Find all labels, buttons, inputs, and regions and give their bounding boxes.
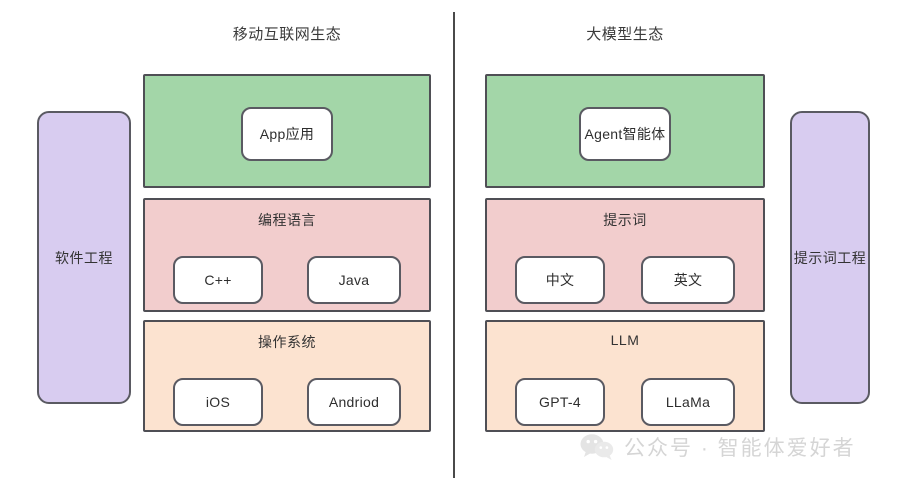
chip-english: 英文 — [641, 256, 735, 304]
layer-right-prompt: 提示词 中文 英文 — [485, 198, 765, 312]
layer-label-programming-language: 编程语言 — [258, 212, 316, 228]
watermark: 公众号 · 智能体爱好者 — [580, 432, 856, 462]
chip-gpt4: GPT-4 — [515, 378, 605, 426]
pillar-software-engineering: 软件工程 — [37, 111, 131, 404]
pillar-prompt-engineering: 提示词工程 — [790, 111, 870, 404]
section-title-left: 移动互联网生态 — [232, 26, 342, 43]
chip-llama: LLaMa — [641, 378, 735, 426]
chip-cpp: C++ — [173, 256, 263, 304]
chip-chinese: 中文 — [515, 256, 605, 304]
chip-android: Andriod — [307, 378, 401, 426]
vertical-divider — [453, 12, 455, 478]
layer-left-application: App应用 — [143, 74, 431, 188]
layer-label-operating-system: 操作系统 — [258, 334, 316, 350]
chip-java: Java — [307, 256, 401, 304]
watermark-text: 公众号 · 智能体爱好者 — [624, 437, 856, 460]
layer-label-llm: LLM — [610, 332, 640, 348]
layer-right-llm: LLM GPT-4 LLaMa — [485, 320, 765, 432]
layer-label-prompt: 提示词 — [603, 212, 647, 228]
chip-app-application: App应用 — [241, 107, 333, 161]
chip-agent: Agent智能体 — [579, 107, 671, 161]
layer-left-programming-language: 编程语言 C++ Java — [143, 198, 431, 312]
wechat-icon — [580, 434, 614, 460]
layer-left-operating-system: 操作系统 iOS Andriod — [143, 320, 431, 432]
chip-ios: iOS — [173, 378, 263, 426]
section-title-right: 大模型生态 — [586, 26, 664, 43]
layer-right-agent: Agent智能体 — [485, 74, 765, 188]
